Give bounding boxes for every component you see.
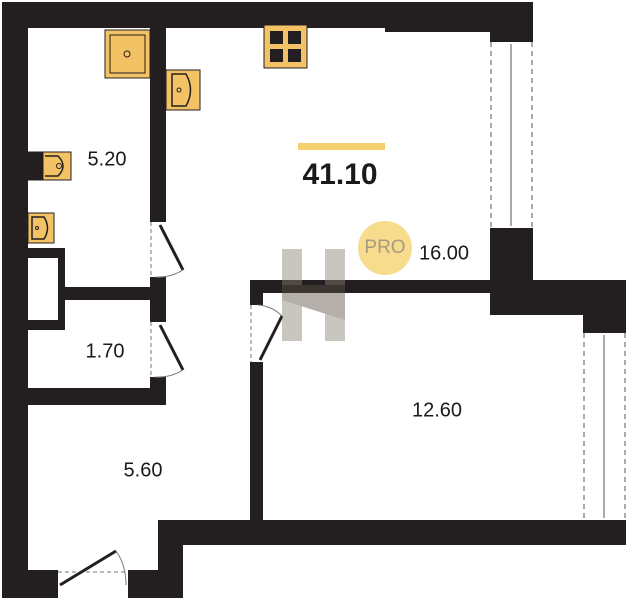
stove — [263, 24, 308, 69]
total-area: 41.10 — [302, 158, 378, 191]
shower-tray — [104, 29, 151, 79]
room-area-bathroom: 5.20 — [87, 148, 127, 171]
toilet — [27, 151, 72, 181]
room-area-wc: 1.70 — [85, 340, 125, 363]
room-area-kitchen-living: 16.00 — [418, 242, 470, 265]
bathroom-sink — [27, 212, 55, 244]
doors — [58, 222, 284, 587]
watermark-logo — [282, 249, 345, 341]
window-bottom-right — [583, 333, 626, 520]
total-area-accent-bar — [298, 143, 385, 150]
window-top-right — [490, 42, 533, 228]
room-area-bedroom: 12.60 — [411, 399, 463, 422]
kitchen-sink — [165, 69, 201, 111]
room-area-hallway: 5.60 — [123, 459, 163, 482]
pro-badge: PRO — [358, 221, 412, 275]
